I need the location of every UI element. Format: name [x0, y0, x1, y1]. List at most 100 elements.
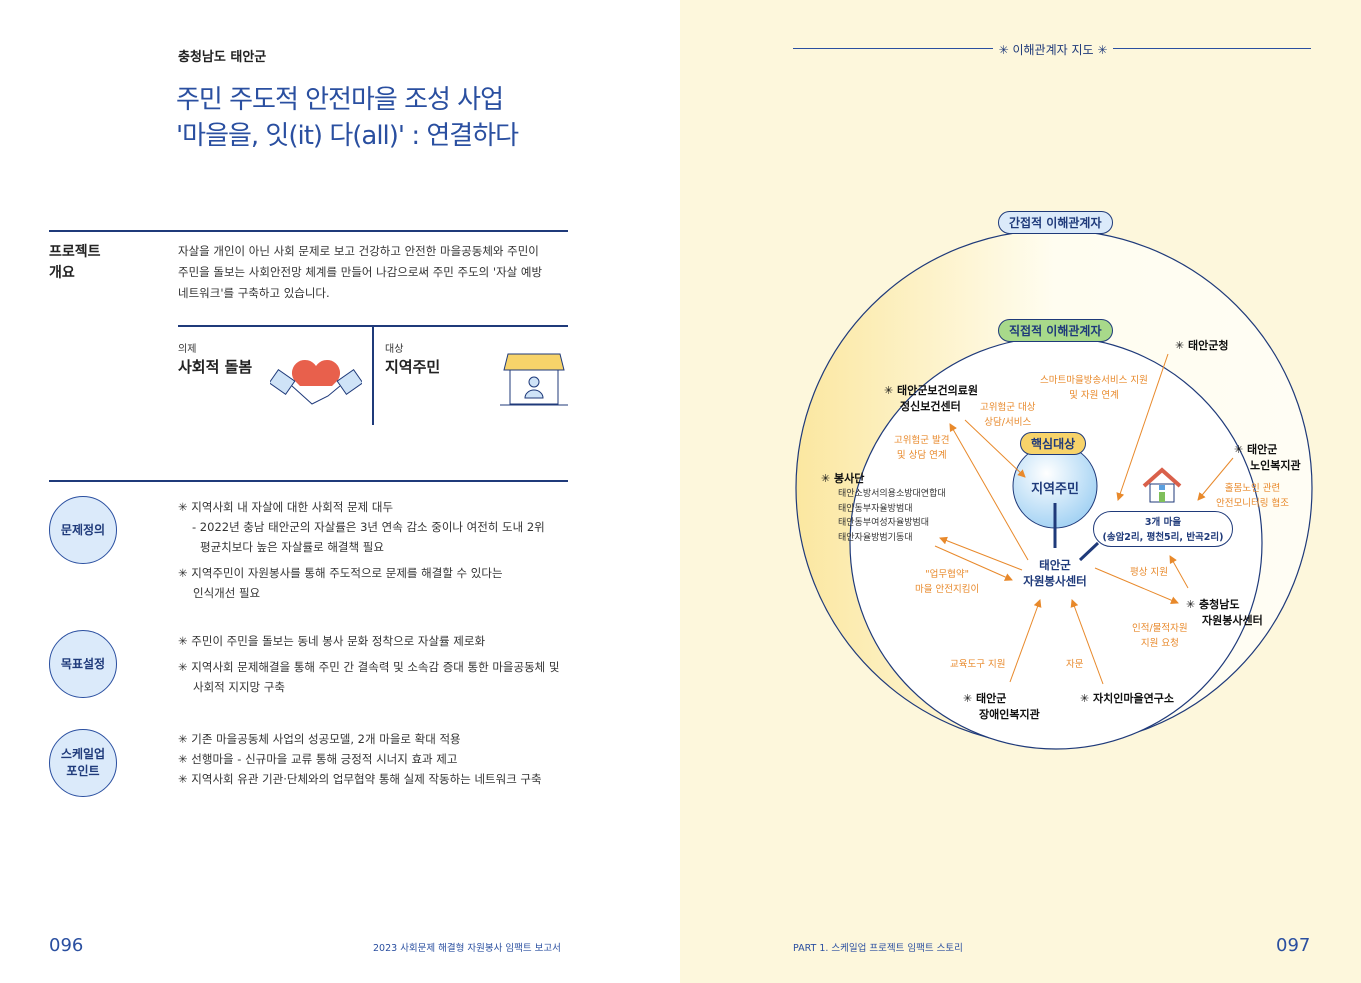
title-rule — [793, 48, 993, 49]
text-line: 고위험군 대상 — [980, 402, 1036, 413]
indirect-stakeholder-label: 간접적 이해관계자 — [998, 211, 1113, 234]
group-item: 태안동부여성자율방범대 — [838, 518, 930, 528]
relation-peer: 평상 지원 — [1130, 567, 1168, 578]
text-line: 안전모니터링 협조 — [1216, 498, 1289, 509]
bullet-sub: 평균치보다 높은 자살률로 해결책 필요 — [200, 540, 384, 554]
text-line: 태안군 — [1039, 558, 1071, 572]
bullet: ✳ 지역주민이 자원봉사를 통해 주도적으로 문제를 해결할 수 있다는 — [178, 566, 503, 580]
villages-node: 3개 마을 (송암2리, 평천5리, 반곡2리) — [1093, 511, 1233, 547]
text-line: ✳ 태안군 — [1234, 443, 1278, 456]
relation-mou: "업무협약" 마을 안전지킴이 — [915, 567, 979, 597]
label-line: 개요 — [49, 265, 75, 281]
bullet-sub: 사회적 지지망 구축 — [193, 680, 285, 694]
text-line: ✳ 태안군 — [963, 692, 1007, 705]
relation-arrows — [934, 353, 1234, 685]
target-label: 대상 — [385, 344, 404, 355]
title-line: 주민 주도적 안전마을 조성 사업 — [176, 85, 504, 115]
text-line: 인적/물적자원 — [1132, 623, 1188, 634]
bullet: ✳ 선행마을 - 신규마을 교류 통해 긍정적 시너지 효과 제고 — [178, 752, 458, 766]
house-icon — [1142, 467, 1182, 503]
footer-text: 2023 사회문제 해결형 자원봉사 임팩트 보고서 — [373, 943, 561, 954]
text-line: ✳ 충청남도 — [1186, 598, 1240, 611]
connector — [1078, 541, 1100, 562]
heart-handshake-icon — [270, 359, 362, 405]
goal-items: ✳ 주민이 주민을 돌보는 동네 봉사 문화 정착으로 자살률 제로화 ✳ 지역… — [178, 631, 559, 697]
text-line: 지원 요청 — [1140, 638, 1179, 649]
text-line: 장애인복지관 — [979, 708, 1040, 721]
text-line: 및 상담 연계 — [896, 450, 947, 461]
text-line: 정신보건센터 — [900, 400, 961, 413]
badge-text: 스케일업 — [60, 747, 106, 761]
bullet: ✳ 기존 마을공동체 사업의 성공모델, 2개 마을로 확대 적용 — [178, 732, 461, 746]
bullet: ✳ 지역사회 문제해결을 통해 주민 간 결속력 및 소속감 증대 통한 마을공… — [178, 660, 560, 674]
text-line: 네트워크'를 구축하고 있습니다. — [178, 286, 330, 300]
divider — [372, 325, 374, 425]
text-line: 자살을 개인이 아닌 사회 문제로 보고 건강하고 안전한 마을공동체와 주민이 — [178, 244, 539, 258]
overview-label: 프로젝트 개요 — [49, 242, 101, 284]
text-line: 및 자원 연계 — [1069, 390, 1119, 401]
text-line: 고위험군 발견 — [894, 435, 950, 446]
footer-text: PART 1. 스케일업 프로젝트 임팩트 스토리 — [793, 943, 963, 954]
page-number: 096 — [49, 935, 84, 956]
text-line: 상담/서비스 — [984, 417, 1032, 428]
bullet: ✳ 주민이 주민을 돌보는 동네 봉사 문화 정착으로 자살률 제로화 — [178, 634, 486, 648]
title-line: '마을을, 잇(it) 다(all)' : 연결하다 — [176, 121, 519, 151]
title-rule — [1113, 48, 1311, 49]
node-institute: ✳ 자치인마을연구소 — [1080, 692, 1175, 705]
text-line: 노인복지관 — [1250, 459, 1301, 472]
agenda-value: 사회적 돌봄 — [178, 358, 253, 376]
label-line: 프로젝트 — [49, 244, 101, 260]
relation-edu: 교육도구 지원 — [950, 659, 1006, 670]
bullet-sub: 인식개선 필요 — [193, 586, 261, 600]
text-line: 3개 마을 — [1144, 517, 1182, 528]
text-line: 스마트마을방송서비스 지원 — [1040, 375, 1148, 386]
bullet-sub: - 2022년 충남 태안군의 자살률은 3년 연속 감소 중이나 여전히 도내… — [192, 520, 545, 534]
target-value: 지역주민 — [385, 358, 441, 376]
text-line: (송암2리, 평천5리, 반곡2리) — [1102, 532, 1224, 543]
direct-stakeholder-label: 직접적 이해관계자 — [998, 319, 1113, 342]
node-county-office: ✳ 태안군청 — [1175, 339, 1229, 352]
page-number: 097 — [1276, 935, 1311, 956]
bullet: ✳ 지역사회 내 자살에 대한 사회적 문제 대두 — [178, 500, 394, 514]
text-line: "업무협약" — [925, 569, 969, 580]
agenda-label: 의제 — [178, 344, 197, 355]
text-line: 자원봉사센터 — [1202, 614, 1263, 627]
divider — [49, 480, 568, 482]
problem-items: ✳ 지역사회 내 자살에 대한 사회적 문제 대두 - 2022년 충남 태안군… — [178, 497, 545, 603]
overview-text: 자살을 개인이 아닌 사회 문제로 보고 건강하고 안전한 마을공동체와 주민이… — [178, 241, 542, 304]
group-item: 태안자율방범기동대 — [838, 532, 913, 543]
group-item: 태안동부자율방범대 — [838, 503, 913, 514]
region-label: 충청남도 태안군 — [178, 50, 267, 65]
node-volunteer-group: ✳ 봉사단 — [821, 472, 865, 485]
group-item: 태안소방서의용소방대연합대 — [838, 489, 946, 499]
core-target-label: 핵심대상 — [1020, 432, 1087, 455]
section-badge-problem: 문제정의 — [49, 496, 117, 564]
relation-fund: 자문 — [1066, 659, 1084, 670]
left-page: 충청남도 태안군 주민 주도적 안전마을 조성 사업 '마을을, 잇(it) 다… — [0, 0, 680, 983]
map-title: ✳ 이해관계자 지도 ✳ — [998, 43, 1108, 57]
text-line: ✳ 태안군보건의료원 — [884, 384, 979, 397]
text-line: 주민을 돌보는 사회안전망 체계를 만들어 나감으로써 주민 주도의 '자살 예… — [178, 265, 543, 279]
core-target: 지역주민 — [1031, 482, 1079, 497]
bullet: ✳ 지역사회 유관 기관·단체와의 업무협약 통해 실제 작동하는 네트워크 구… — [178, 772, 542, 786]
text-line: 자원봉사센터 — [1023, 574, 1087, 588]
badge-text: 문제정의 — [60, 522, 106, 537]
page-title: 주민 주도적 안전마을 조성 사업 '마을을, 잇(it) 다(all)' : … — [176, 82, 519, 154]
badge-text: 포인트 — [66, 764, 100, 778]
scaleup-items: ✳ 기존 마을공동체 사업의 성공모델, 2개 마을로 확대 적용 ✳ 선행마을… — [178, 729, 542, 789]
store-person-icon — [500, 353, 568, 406]
text-line: 마을 안전지킴이 — [915, 584, 980, 595]
divider — [49, 230, 568, 232]
